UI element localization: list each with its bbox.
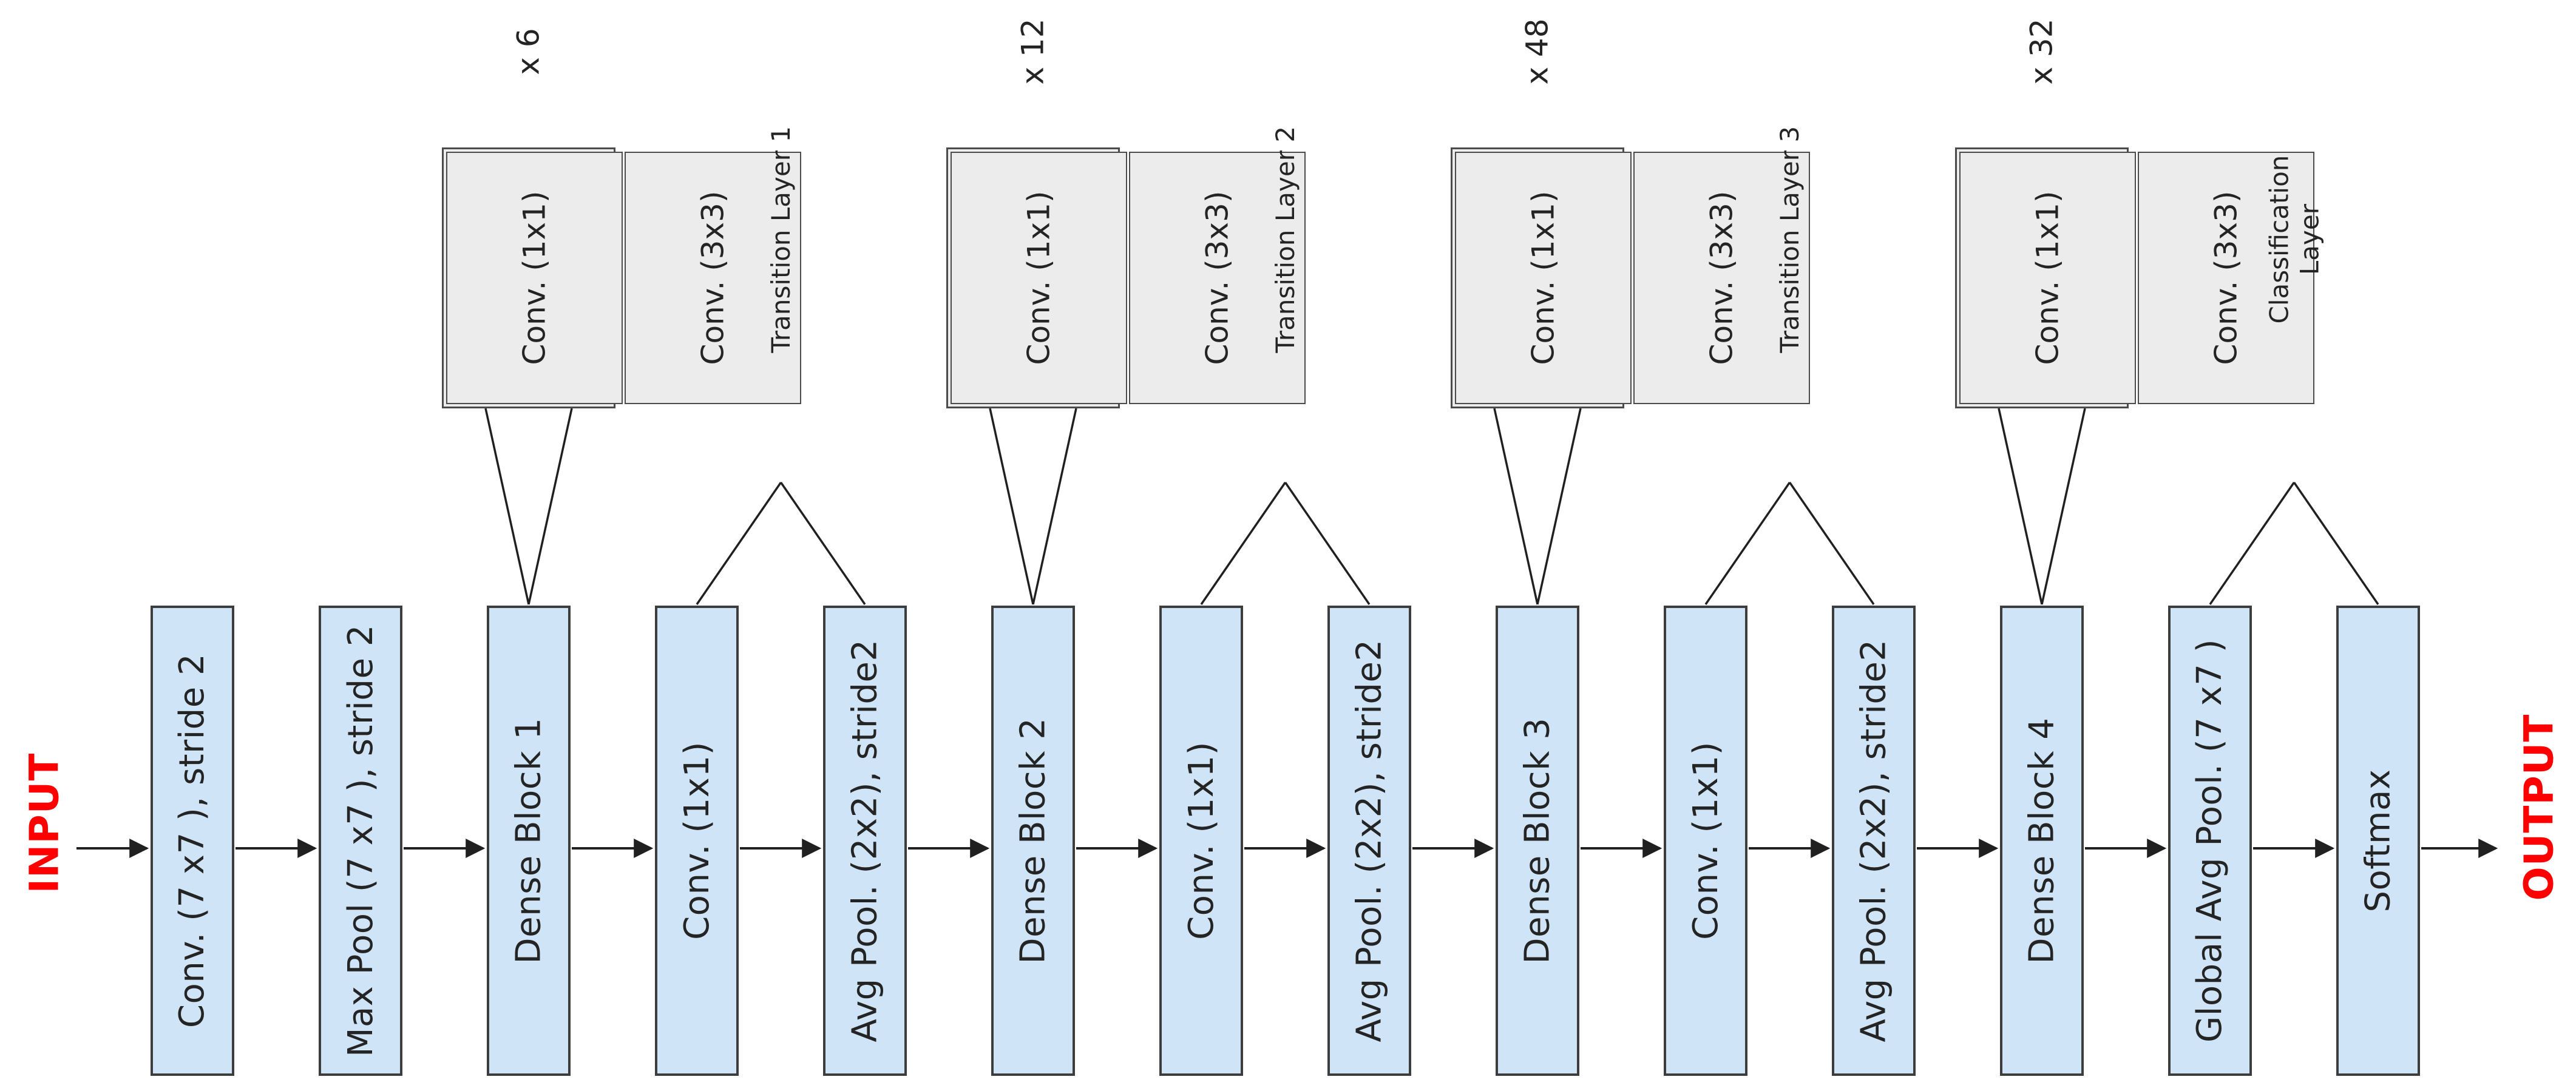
block-conv-7-x7-stride-2: Conv. (7 x7 ), stride 2 (151, 606, 234, 1076)
block-label: Dense Block 3 (1517, 717, 1557, 964)
detail-layer-label: Conv. (1x1) (1021, 191, 1057, 365)
block-label: Avg Pool. (2x2), stride2 (1349, 639, 1389, 1042)
block-global-avg-pool-7-x7: Global Avg Pool. (7 x7 ) (2168, 606, 2252, 1076)
block-softmax: Softmax (2336, 606, 2420, 1076)
input-label-text: INPUT (21, 752, 68, 893)
block-label: Conv. (1x1) (1686, 742, 1726, 940)
group-connector-line (696, 482, 782, 605)
block-avg-pool-2x2-stride2: Avg Pool. (2x2), stride2 (1327, 606, 1411, 1076)
repeat-count-text: x 6 (510, 28, 546, 75)
detail-layer-label: Conv. (1x1) (517, 191, 552, 365)
block-conv-1x1: Conv. (1x1) (1664, 606, 1747, 1076)
dense-block-detail-2: Conv. (1x1) Conv. (3x3) (946, 147, 1306, 408)
transition-layer-label: Transition Layer 1 (736, 106, 827, 373)
group-label-line: Classification (2263, 155, 2294, 324)
group-connector-line (780, 482, 866, 605)
detail-connector-line (527, 408, 573, 605)
detail-layer-conv-1x1: Conv. (1x1) (1959, 152, 2136, 404)
repeat-count-text: x 12 (1015, 18, 1051, 85)
block-label: Conv. (7 x7 ), stride 2 (172, 653, 212, 1029)
block-label: Avg Pool. (2x2), stride2 (1854, 639, 1894, 1042)
detail-layer-conv-3x3: Conv. (3x3) (2137, 152, 2314, 404)
input-label: INPUT (5, 738, 84, 908)
detail-connector-line (1998, 408, 2043, 605)
group-connector-line (1789, 482, 1875, 605)
repeat-count-text: x 48 (1519, 18, 1555, 85)
group-connector-line (1704, 482, 1791, 605)
dense-block-detail-3: Conv. (1x1) Conv. (3x3) (1451, 147, 1810, 408)
repeat-count-label: x 48 (1504, 9, 1571, 94)
repeat-count-label: x 12 (1000, 9, 1066, 94)
block-label: Conv. (1x1) (1181, 742, 1221, 940)
group-label-text: Transition Layer 2 (1270, 126, 1301, 353)
block-dense-block-1: Dense Block 1 (487, 606, 571, 1076)
detail-layer-conv-1x1: Conv. (1x1) (951, 152, 1127, 404)
detail-connector-line (1536, 408, 1582, 605)
dense-block-detail-1: Conv. (1x1) Conv. (3x3) (442, 147, 801, 408)
block-conv-1x1: Conv. (1x1) (1159, 606, 1243, 1076)
group-connector-line (2209, 482, 2295, 605)
group-label-text: Transition Layer 3 (1775, 126, 1805, 353)
group-connector-line (1284, 482, 1371, 605)
detail-layer-label: Conv. (3x3) (1704, 191, 1740, 365)
detail-connector-line (989, 408, 1034, 605)
detail-layer-label: Conv. (3x3) (1199, 191, 1235, 365)
block-avg-pool-2x2-stride2: Avg Pool. (2x2), stride2 (1832, 606, 1916, 1076)
block-dense-block-4: Dense Block 4 (2000, 606, 2084, 1076)
group-label-line: Transition Layer 1 (765, 126, 796, 353)
repeat-count-label: x 32 (2008, 9, 2075, 94)
detail-connector-line (484, 408, 530, 605)
detail-layer-label: Conv. (1x1) (2030, 191, 2066, 365)
detail-layer-label: Conv. (3x3) (2208, 191, 2244, 365)
block-label: Avg Pool. (2x2), stride2 (845, 639, 885, 1042)
detail-connector-line (2041, 408, 2086, 605)
block-max-pool-7-x7-stride-2: Max Pool (7 x7 ), stride 2 (319, 606, 402, 1076)
detail-layer-conv-1x1: Conv. (1x1) (446, 152, 623, 404)
block-label: Conv. (1x1) (677, 742, 717, 940)
group-connector-line (1200, 482, 1286, 605)
group-label-text: Transition Layer 1 (766, 126, 796, 353)
output-label-text: OUTPUT (2515, 714, 2563, 900)
detail-layer-conv-3x3: Conv. (3x3) (624, 152, 801, 404)
group-label-line: Transition Layer 3 (1774, 126, 1805, 353)
block-label: Softmax (2358, 769, 2398, 913)
group-connector-line (2293, 482, 2379, 605)
transition-layer-label: Transition Layer 3 (1744, 106, 1835, 373)
group-label-line: Transition Layer 2 (1270, 126, 1300, 353)
block-dense-block-3: Dense Block 3 (1496, 606, 1579, 1076)
repeat-count-label: x 6 (495, 9, 562, 94)
detail-connector-line (1493, 408, 1539, 605)
transition-layer-label: Transition Layer 2 (1240, 106, 1331, 373)
block-label: Global Avg Pool. (7 x7 ) (2190, 638, 2230, 1043)
output-label: OUTPUT (2500, 714, 2576, 900)
detail-layer-conv-1x1: Conv. (1x1) (1455, 152, 1632, 404)
block-label: Dense Block 4 (2022, 717, 2062, 964)
repeat-count-text: x 32 (2024, 18, 2059, 85)
block-label: Dense Block 2 (1013, 717, 1053, 964)
detail-layer-label: Conv. (3x3) (695, 191, 731, 365)
block-label: Max Pool (7 x7 ), stride 2 (341, 624, 381, 1057)
detail-layer-conv-3x3: Conv. (3x3) (1633, 152, 1810, 404)
detail-connector-line (1032, 408, 1077, 605)
block-conv-1x1: Conv. (1x1) (655, 606, 739, 1076)
block-label: Dense Block 1 (509, 717, 549, 964)
detail-layer-label: Conv. (1x1) (1525, 191, 1561, 365)
detail-layer-conv-3x3: Conv. (3x3) (1128, 152, 1306, 404)
group-label-line: Layer (2294, 204, 2324, 275)
dense-block-detail-4: Conv. (1x1) Conv. (3x3) (1955, 147, 2314, 408)
block-dense-block-2: Dense Block 2 (991, 606, 1075, 1076)
block-avg-pool-2x2-stride2: Avg Pool. (2x2), stride2 (823, 606, 907, 1076)
